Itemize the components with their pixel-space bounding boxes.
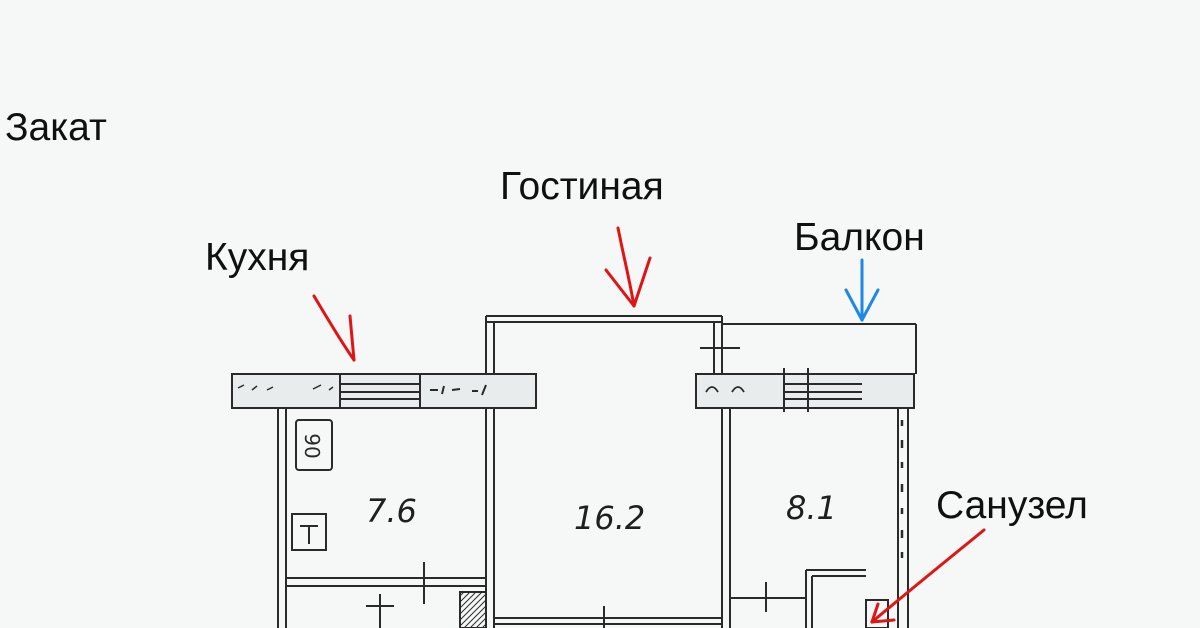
bathroom-fixture-icon bbox=[865, 599, 889, 628]
bathroom-label: Санузел bbox=[936, 484, 1088, 527]
kitchen-label: Кухня bbox=[205, 236, 310, 279]
living-room-arrow-icon bbox=[604, 226, 652, 308]
exterior-wall-left bbox=[231, 373, 537, 409]
bedroom-area-value: 8.1 bbox=[786, 489, 837, 527]
svg-text:90: 90 bbox=[300, 433, 324, 458]
balcony-label: Балкон bbox=[794, 216, 925, 259]
balcony-outline bbox=[485, 315, 917, 374]
living-room-label: Гостиная bbox=[500, 165, 664, 208]
living-room-area-value: 16.2 bbox=[574, 499, 646, 537]
exterior-wall-right bbox=[695, 368, 915, 412]
balcony-arrow-icon bbox=[844, 258, 880, 322]
kitchen-sink-icon bbox=[291, 513, 327, 551]
kitchen-stove-icon: 90 bbox=[295, 419, 333, 471]
bathroom-arrow-icon bbox=[870, 528, 986, 624]
sunset-label: Закат bbox=[5, 106, 107, 149]
kitchen-area-value: 7.6 bbox=[366, 492, 417, 530]
kitchen-arrow-icon bbox=[312, 294, 356, 362]
